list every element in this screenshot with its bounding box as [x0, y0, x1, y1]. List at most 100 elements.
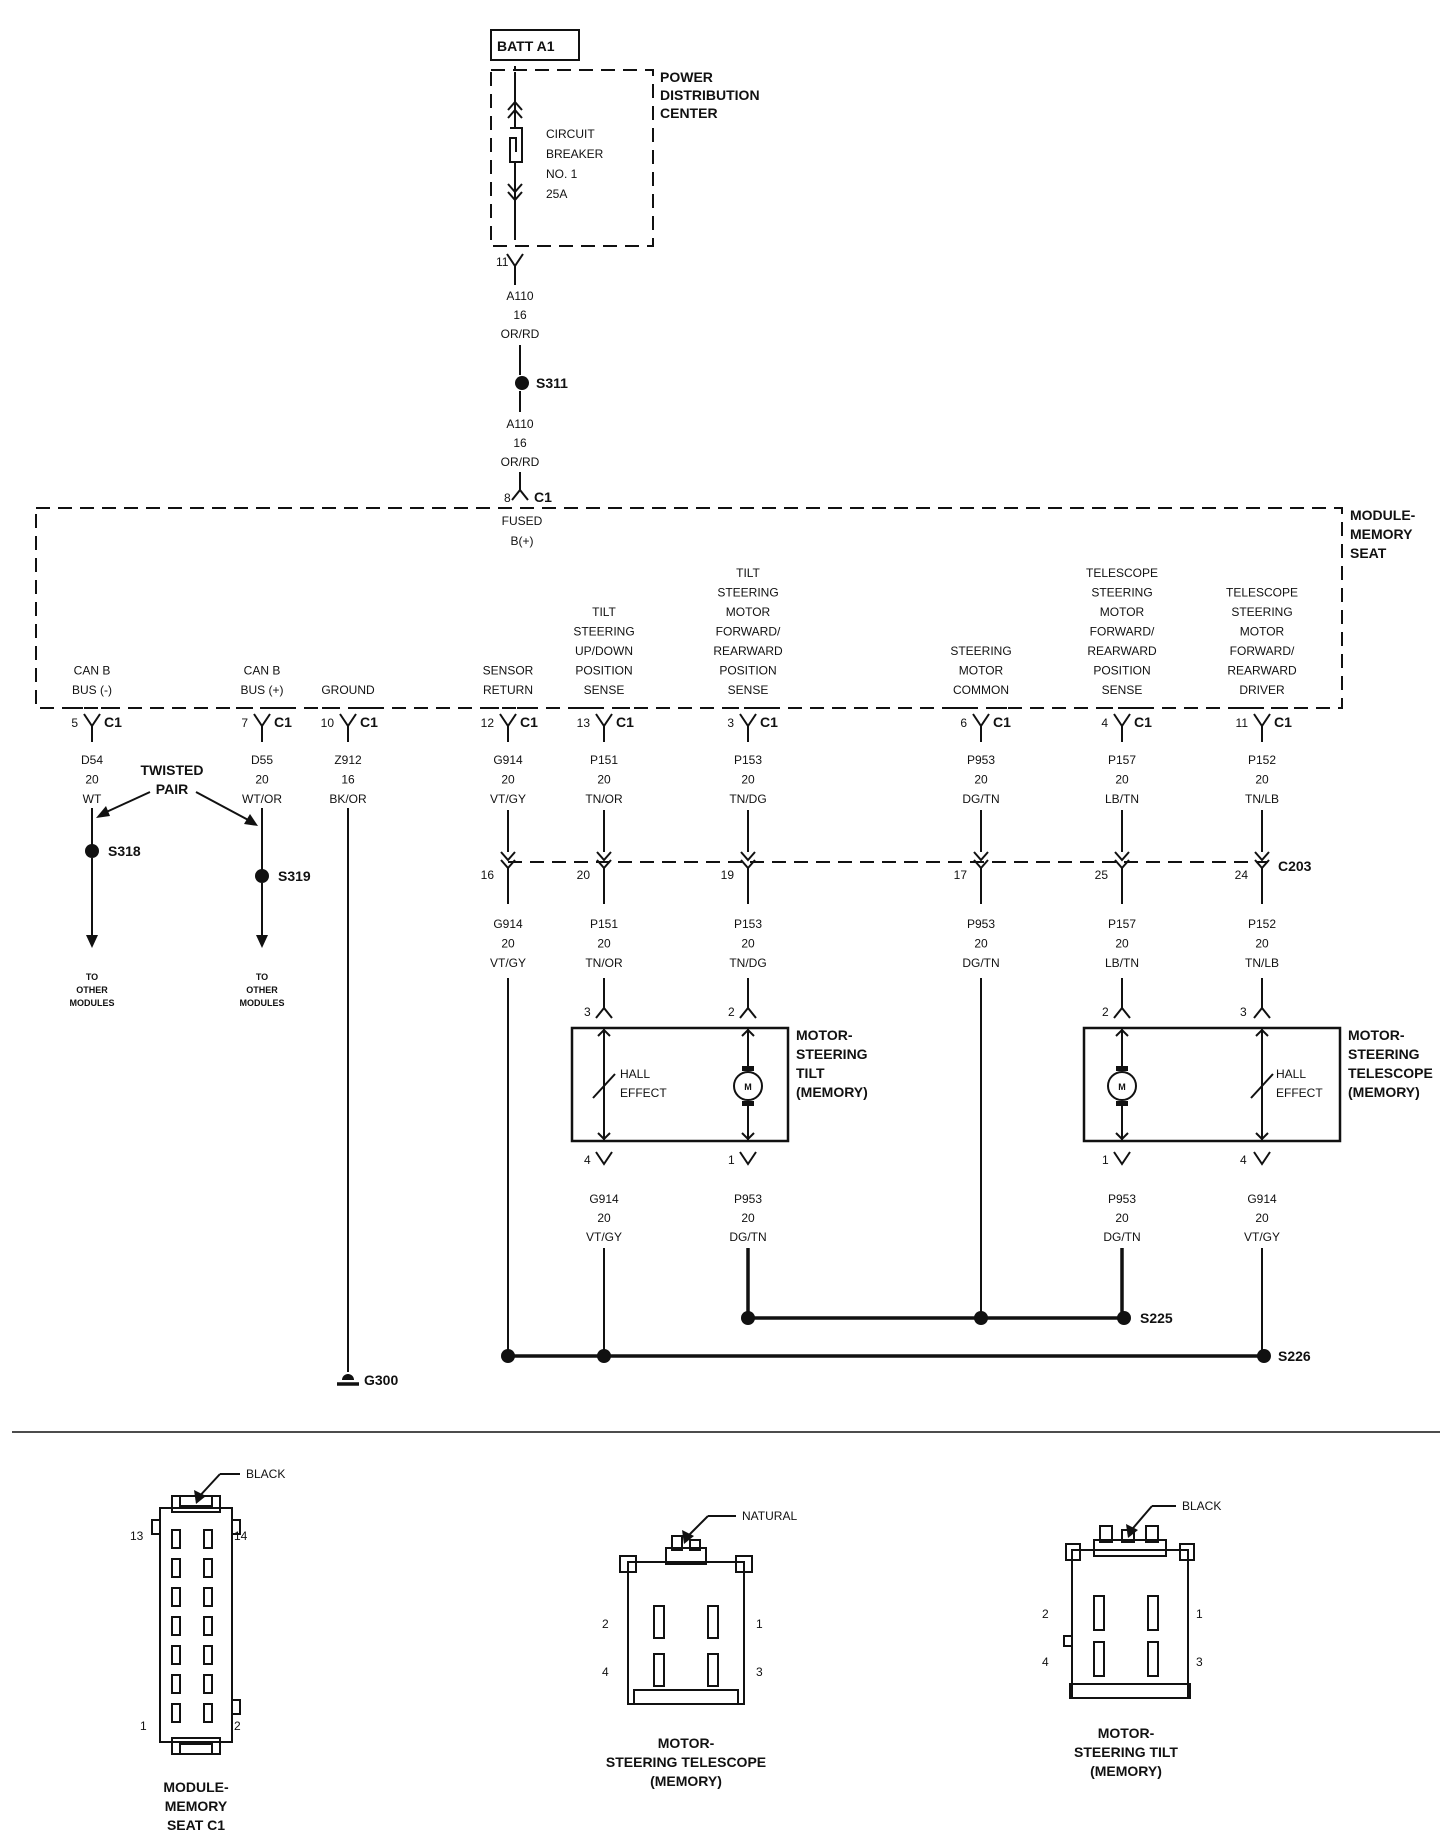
c1-cavity: [171, 1558, 181, 1578]
splice-s319-label: S319: [278, 868, 311, 884]
breaker-line-2: BREAKER: [546, 147, 604, 161]
pin-label-line: UP/DOWN: [575, 644, 633, 658]
ground-g300-label: G300: [364, 1372, 398, 1388]
fused-b-plus-line-1: FUSED: [502, 514, 543, 528]
feed-upper-wire-color: OR/RD: [501, 327, 540, 341]
c1-key-right: [231, 1519, 241, 1535]
pin-wire-tag: G914: [493, 753, 523, 767]
twisted-pair-arrowhead-left: [96, 806, 110, 818]
c203-chevron-upper: [973, 851, 989, 862]
power-distribution-center-box: [490, 69, 654, 247]
pin-number: 12: [481, 716, 495, 730]
tele-pin-3-number: 3: [1240, 1005, 1247, 1019]
tele-motor-brush-top: [1116, 1066, 1128, 1071]
c1-body: [159, 1507, 233, 1743]
pin-number: 5: [71, 716, 78, 730]
c1-cavity: [203, 1529, 213, 1549]
pin-label-line: STEERING: [1091, 586, 1152, 600]
c1-cavity: [203, 1587, 213, 1607]
s318-to-other-1: TO: [86, 972, 98, 982]
batt-label: BATT A1: [497, 38, 555, 54]
tilt-out-hall-color: VT/GY: [586, 1230, 622, 1244]
pdc-name-line-2: DISTRIBUTION: [660, 87, 760, 103]
tele-conn-pin-3: 3: [756, 1665, 763, 1679]
c1-cavity: [171, 1645, 181, 1665]
c203-pin-number: 17: [954, 868, 968, 882]
tele-conn-cavity-4: [653, 1653, 665, 1687]
c1-cavities: [171, 1529, 213, 1723]
tele-conn-base: [633, 1689, 739, 1705]
tilt-out-motor-color: DG/TN: [729, 1230, 766, 1244]
motor-tele-name-3: TELESCOPE: [1348, 1065, 1433, 1081]
c203-wire-tag: 20: [741, 937, 755, 951]
pin-wire-tag: D55: [251, 753, 273, 767]
tilt-pin-3-number: 3: [584, 1005, 591, 1019]
pin-fork: [595, 713, 613, 728]
tele-pin-4-fork: [1253, 1151, 1271, 1166]
tele-out-hall-code: G914: [1247, 1192, 1277, 1206]
tilt-out-hall-gauge: 20: [597, 1211, 611, 1225]
pin-label-line: DRIVER: [1239, 683, 1285, 697]
c203-wire-tag: P151: [590, 917, 618, 931]
c203-wire-tag: P953: [967, 917, 995, 931]
tilt-conn-ear-right: [1179, 1543, 1195, 1561]
c203-wire-tag: 20: [1115, 937, 1129, 951]
tilt-pin-2-number: 2: [728, 1005, 735, 1019]
pin-wire-tag: 20: [1255, 773, 1269, 787]
c1-name-3: SEAT C1: [167, 1817, 225, 1833]
tilt-conn-pin-1: 1: [1196, 1607, 1203, 1621]
pin-number: 4: [1101, 716, 1108, 730]
tele-conn-body: [627, 1561, 745, 1705]
module-memory-seat-c1-view: BLACK 13 14 1 2 MODULE- MEMORY SEAT C1: [130, 1467, 285, 1833]
tele-motor-chevron-bottom: [1115, 1132, 1129, 1141]
tilt-conn-pin-3: 3: [1196, 1655, 1203, 1669]
motor-telescope-box: [1082, 1026, 1342, 1143]
pdc-name-line-3: CENTER: [660, 105, 718, 121]
pin-label-line: CAN B: [244, 664, 281, 678]
c1-cavity: [203, 1558, 213, 1578]
tilt-conn-pin-2: 2: [1042, 1607, 1049, 1621]
c1-cavity: [203, 1616, 213, 1636]
c203-chevron-upper: [596, 851, 612, 862]
twisted-pair-arrow-left: [101, 791, 151, 815]
pin-fork: [253, 713, 271, 728]
s319-to-other-1: TO: [256, 972, 268, 982]
tele-conn-pin-1: 1: [756, 1617, 763, 1631]
tele-conn-cavity-1: [707, 1605, 719, 1639]
tele-hall-line-2: EFFECT: [1276, 1086, 1323, 1100]
twisted-pair-line-1: TWISTED: [141, 762, 204, 778]
motor-steering-telescope-connector-view: NATURAL 2 1 4 3 MOTOR- STEERING TELESCOP…: [602, 1509, 797, 1789]
pin-wire-tag: TN/DG: [729, 792, 766, 806]
tilt-conn-latch: [1093, 1539, 1167, 1557]
module-name-line-3: SEAT: [1350, 545, 1387, 561]
pin-label-line: FORWARD/: [716, 625, 781, 639]
pin-label-line: TELESCOPE: [1226, 586, 1298, 600]
splice-s225-dot: [1117, 1311, 1131, 1325]
s319-to-other-3: MODULES: [240, 998, 285, 1008]
pin-label-line: SENSE: [728, 683, 769, 697]
tele-out-hall-color: VT/GY: [1244, 1230, 1280, 1244]
c203-chevron-upper: [740, 851, 756, 862]
splice-s318-label: S318: [108, 843, 141, 859]
pin-wire-tag: 20: [597, 773, 611, 787]
tele-conn-pin-4: 4: [602, 1665, 609, 1679]
c203-wire-tag: TN/OR: [585, 956, 623, 970]
tele-hall-line-1: HALL: [1276, 1067, 1306, 1081]
tilt-pin-3-fork: [595, 1006, 613, 1019]
pin-connector-c1: C1: [760, 714, 778, 730]
tele-conn-color-arrowhead: [682, 1530, 694, 1544]
pin-label-line: POSITION: [719, 664, 776, 678]
tilt-conn-latch-post-3: [1145, 1525, 1159, 1543]
pin-fork: [339, 713, 357, 728]
pin-wire-tag: 20: [1115, 773, 1129, 787]
tele-motor-symbol: M: [1118, 1082, 1126, 1092]
c203-pin-number: 24: [1235, 868, 1249, 882]
circuit-breaker-symbol: [509, 127, 523, 163]
module-pin-8-fork: [511, 488, 529, 501]
pin-wire-tag: TN/OR: [585, 792, 623, 806]
tilt-hall-line-2: EFFECT: [620, 1086, 667, 1100]
pin-label-line: REARWARD: [713, 644, 783, 658]
c1-bottom-latch-inner: [179, 1743, 213, 1755]
pin-number: 13: [577, 716, 591, 730]
pin-wire-tag: 16: [341, 773, 355, 787]
